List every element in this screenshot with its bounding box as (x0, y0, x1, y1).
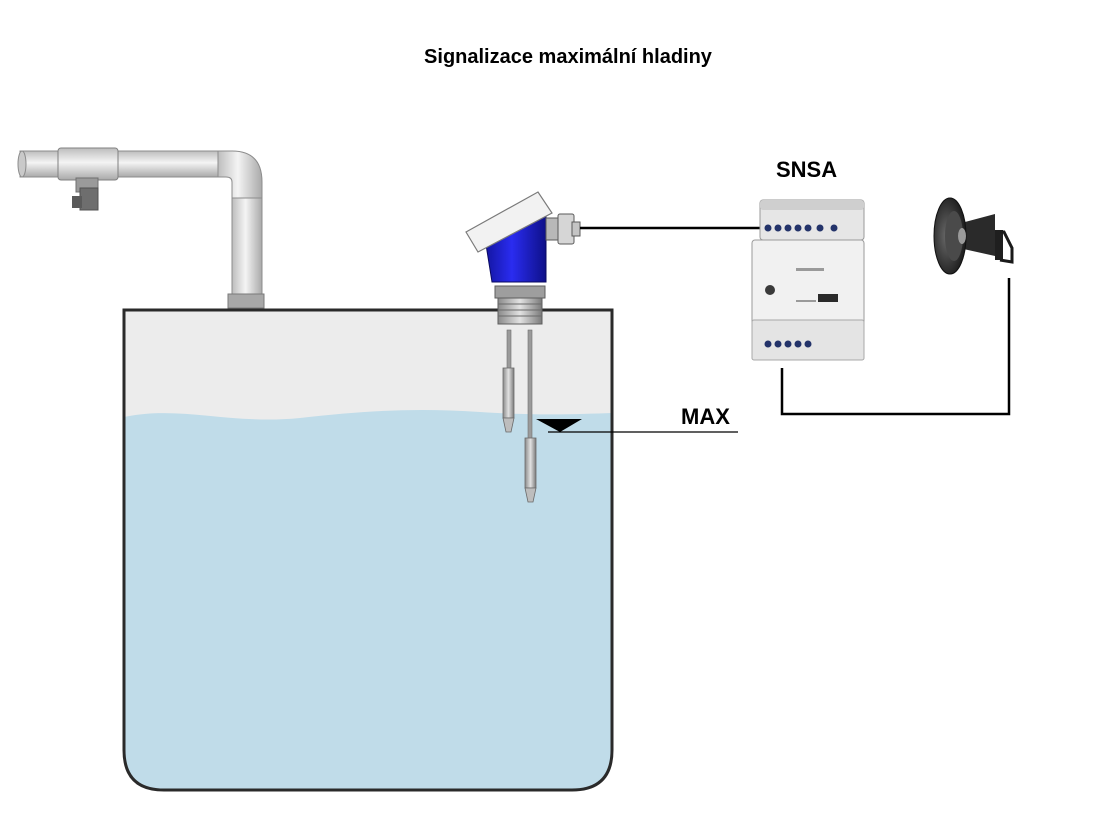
water (124, 410, 612, 790)
max-level-marker (536, 419, 738, 433)
alarm-cable (780, 278, 1011, 416)
snsa-label: SNSA (776, 157, 837, 182)
snsa-relay (751, 199, 865, 361)
diagram-title: Signalizace maximální hladiny (424, 46, 713, 68)
level-probe (465, 191, 581, 503)
siren-horn-icon (933, 197, 1014, 275)
inlet-pipe (17, 147, 265, 309)
tank (122, 308, 614, 792)
max-label: MAX (681, 404, 730, 429)
